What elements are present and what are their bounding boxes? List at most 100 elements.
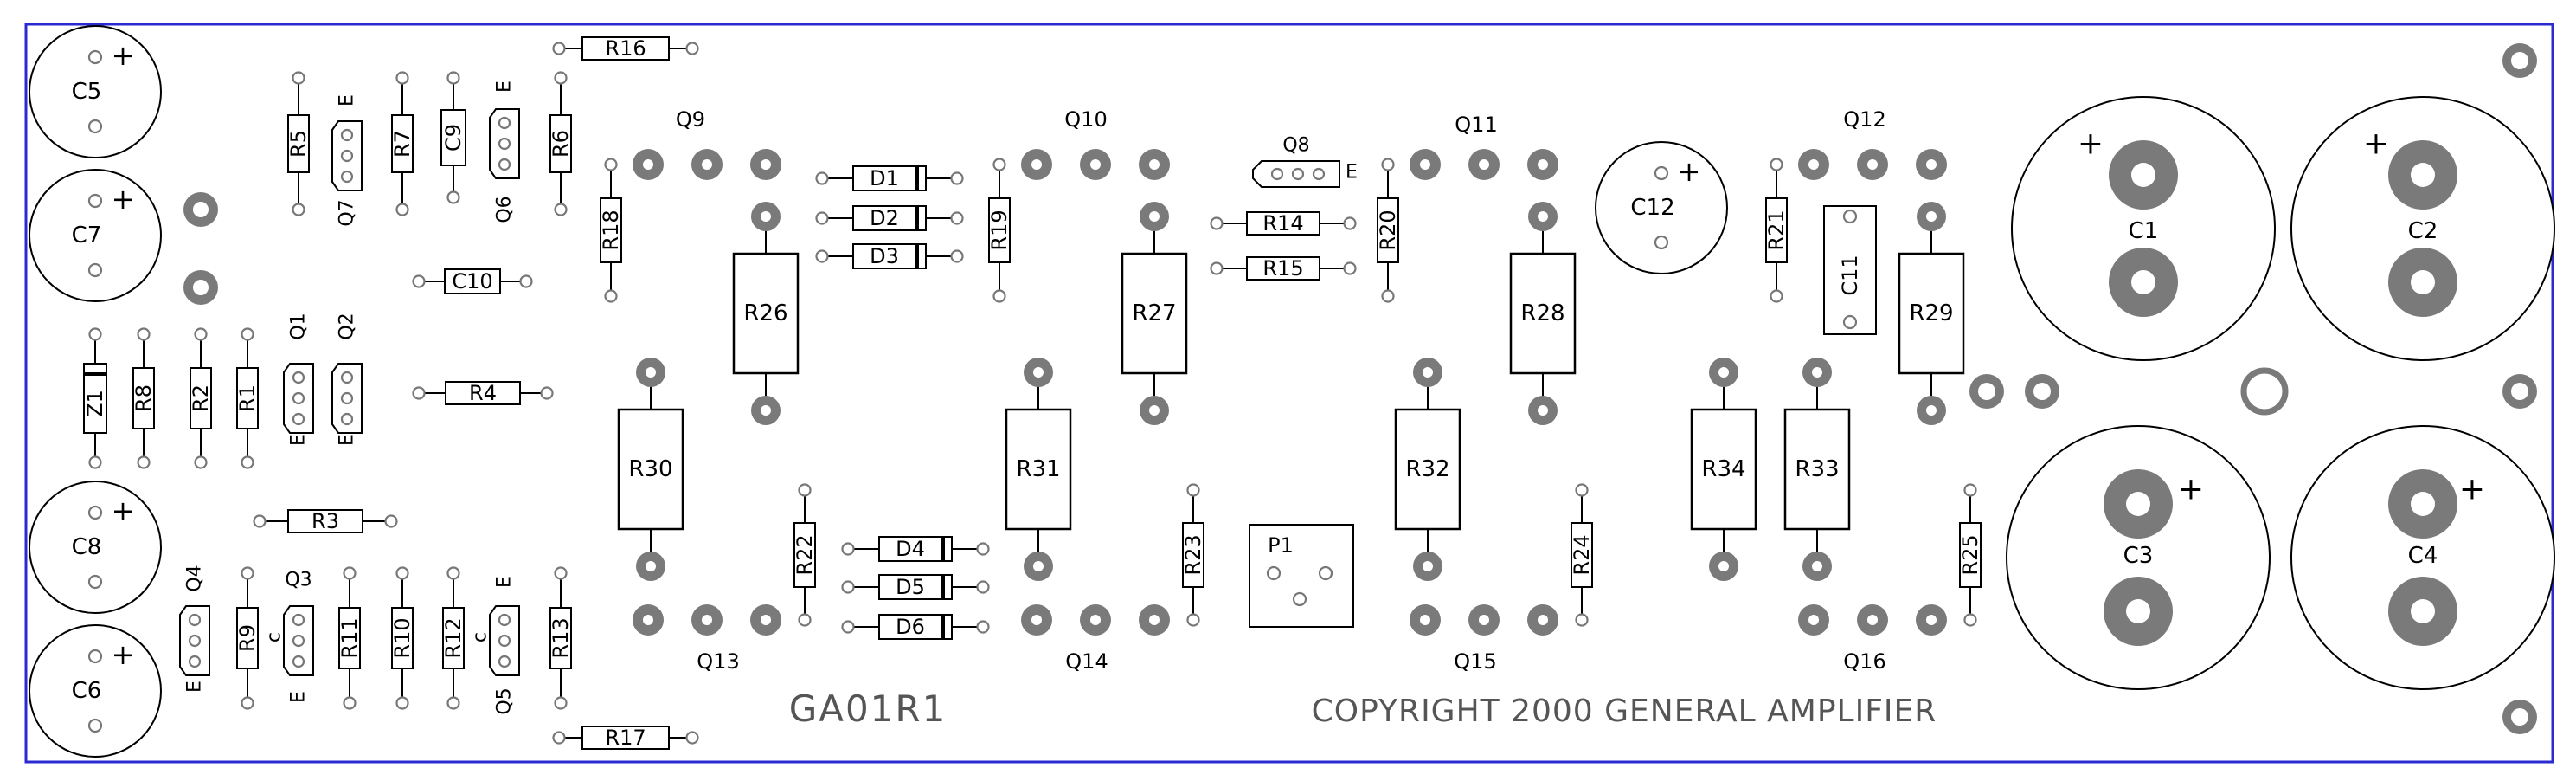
pin-hole	[1654, 235, 1669, 250]
pad-drill	[1808, 159, 1819, 170]
pin-hole	[815, 171, 829, 185]
large-capacitor-C1	[2011, 96, 2276, 361]
pin-hole	[950, 211, 964, 225]
pad-drill	[2411, 270, 2435, 294]
pin-hole	[1770, 289, 1783, 303]
pad-drill	[1812, 367, 1822, 378]
resistor-R13	[549, 573, 572, 703]
pin-hole	[552, 731, 566, 745]
power-resistor-R34	[1690, 372, 1757, 566]
pad-drill	[1031, 159, 1042, 170]
pin-hole	[446, 190, 460, 204]
resistor-R20	[1377, 165, 1399, 296]
pin-hole	[498, 158, 511, 171]
polarity-mark: +	[2178, 472, 2204, 507]
pad-drill	[1926, 159, 1937, 170]
capacitor-label: C10	[452, 269, 492, 294]
pin-hole	[604, 289, 618, 303]
pad-drill	[1926, 405, 1937, 416]
pin-hole	[1343, 261, 1357, 275]
power-resistor-R30	[617, 372, 684, 566]
resistor-R15	[1217, 256, 1350, 281]
capacitor-label: C7	[72, 223, 102, 248]
transistor-label: Q9	[676, 107, 705, 132]
transistor-label: Q4	[184, 565, 206, 591]
resistor-R7	[391, 78, 414, 210]
pin-hole	[292, 371, 305, 384]
board-title: GA01R1	[789, 687, 948, 730]
transistor-label: Q2	[337, 313, 358, 339]
resistor-label: R20	[1376, 210, 1400, 250]
power-resistor-R31	[1005, 372, 1072, 566]
resistor-label: R24	[1570, 534, 1594, 575]
large-capacitor-C2	[2290, 96, 2555, 361]
diode-label: D5	[896, 575, 925, 599]
transistor-label: Q13	[697, 649, 739, 674]
film-capacitor-C11	[1823, 205, 1877, 335]
capacitor-label: C4	[2408, 543, 2438, 569]
pin-hole	[1318, 565, 1333, 581]
resistor-label: R16	[605, 36, 646, 61]
large-capacitor-C3	[2006, 425, 2271, 690]
collector-mark: c	[264, 632, 286, 642]
emitter-mark: E	[494, 576, 516, 588]
pin-hole	[798, 613, 812, 627]
resistor-R22	[793, 490, 816, 620]
pad-drill	[1090, 615, 1101, 625]
diode-D3	[822, 243, 957, 269]
pin-hole	[1575, 613, 1589, 627]
electrolytic-capacitor-C6	[29, 624, 162, 758]
resistor-label: R6	[549, 130, 573, 158]
power-resistor-R27	[1121, 216, 1188, 410]
pin-hole	[292, 412, 305, 426]
pad-drill	[643, 615, 653, 625]
resistor-label: R1	[235, 384, 260, 412]
pin-hole	[685, 731, 699, 745]
pin-hole	[1381, 158, 1395, 171]
pin-hole	[194, 455, 208, 469]
connector-label: P1	[1268, 533, 1294, 558]
electrolytic-capacitor-C7	[29, 169, 162, 302]
pad-drill	[1867, 159, 1878, 170]
pad-drill	[1090, 159, 1101, 170]
transistor-label: Q16	[1843, 649, 1885, 674]
board-outline	[24, 23, 2554, 764]
collector-mark: c	[470, 632, 491, 642]
power-resistor-label: R26	[743, 300, 787, 326]
pad-drill	[761, 211, 771, 222]
pad-drill	[2511, 383, 2528, 400]
pad-drill	[702, 615, 712, 625]
pad-drill	[761, 405, 771, 416]
pin-hole	[1210, 261, 1224, 275]
emitter-mark: E	[184, 681, 206, 693]
pad-drill	[1149, 159, 1160, 170]
transistor-label: Q8	[1282, 135, 1309, 157]
pin-hole	[194, 327, 208, 341]
pad-drill	[2411, 599, 2435, 623]
pad-drill	[1926, 615, 1937, 625]
power-resistor-label: R28	[1520, 300, 1564, 326]
pad-drill	[1423, 367, 1433, 378]
power-resistor-R29	[1898, 216, 1965, 410]
film-capacitor-C10	[419, 268, 526, 294]
pin-hole	[841, 620, 855, 634]
pad-drill	[2411, 163, 2435, 187]
pin-hole	[1210, 216, 1224, 230]
pad-drill	[193, 202, 209, 217]
polarity-mark: +	[112, 494, 135, 527]
transistor-label: Q1	[288, 313, 310, 339]
pin-hole	[292, 634, 305, 648]
pad-drill	[1538, 211, 1548, 222]
power-resistor-R26	[732, 216, 800, 410]
pin-hole	[292, 613, 305, 627]
pin-hole	[992, 158, 1006, 171]
diode-label: D1	[870, 166, 899, 190]
pin-hole	[1842, 209, 1858, 224]
pin-hole	[498, 634, 511, 648]
transistor-label: Q7	[337, 199, 358, 226]
pin-hole	[841, 542, 855, 556]
polarity-mark: +	[2078, 126, 2104, 162]
resistor-label: R13	[549, 617, 573, 658]
resistor-R25	[1959, 490, 1982, 620]
